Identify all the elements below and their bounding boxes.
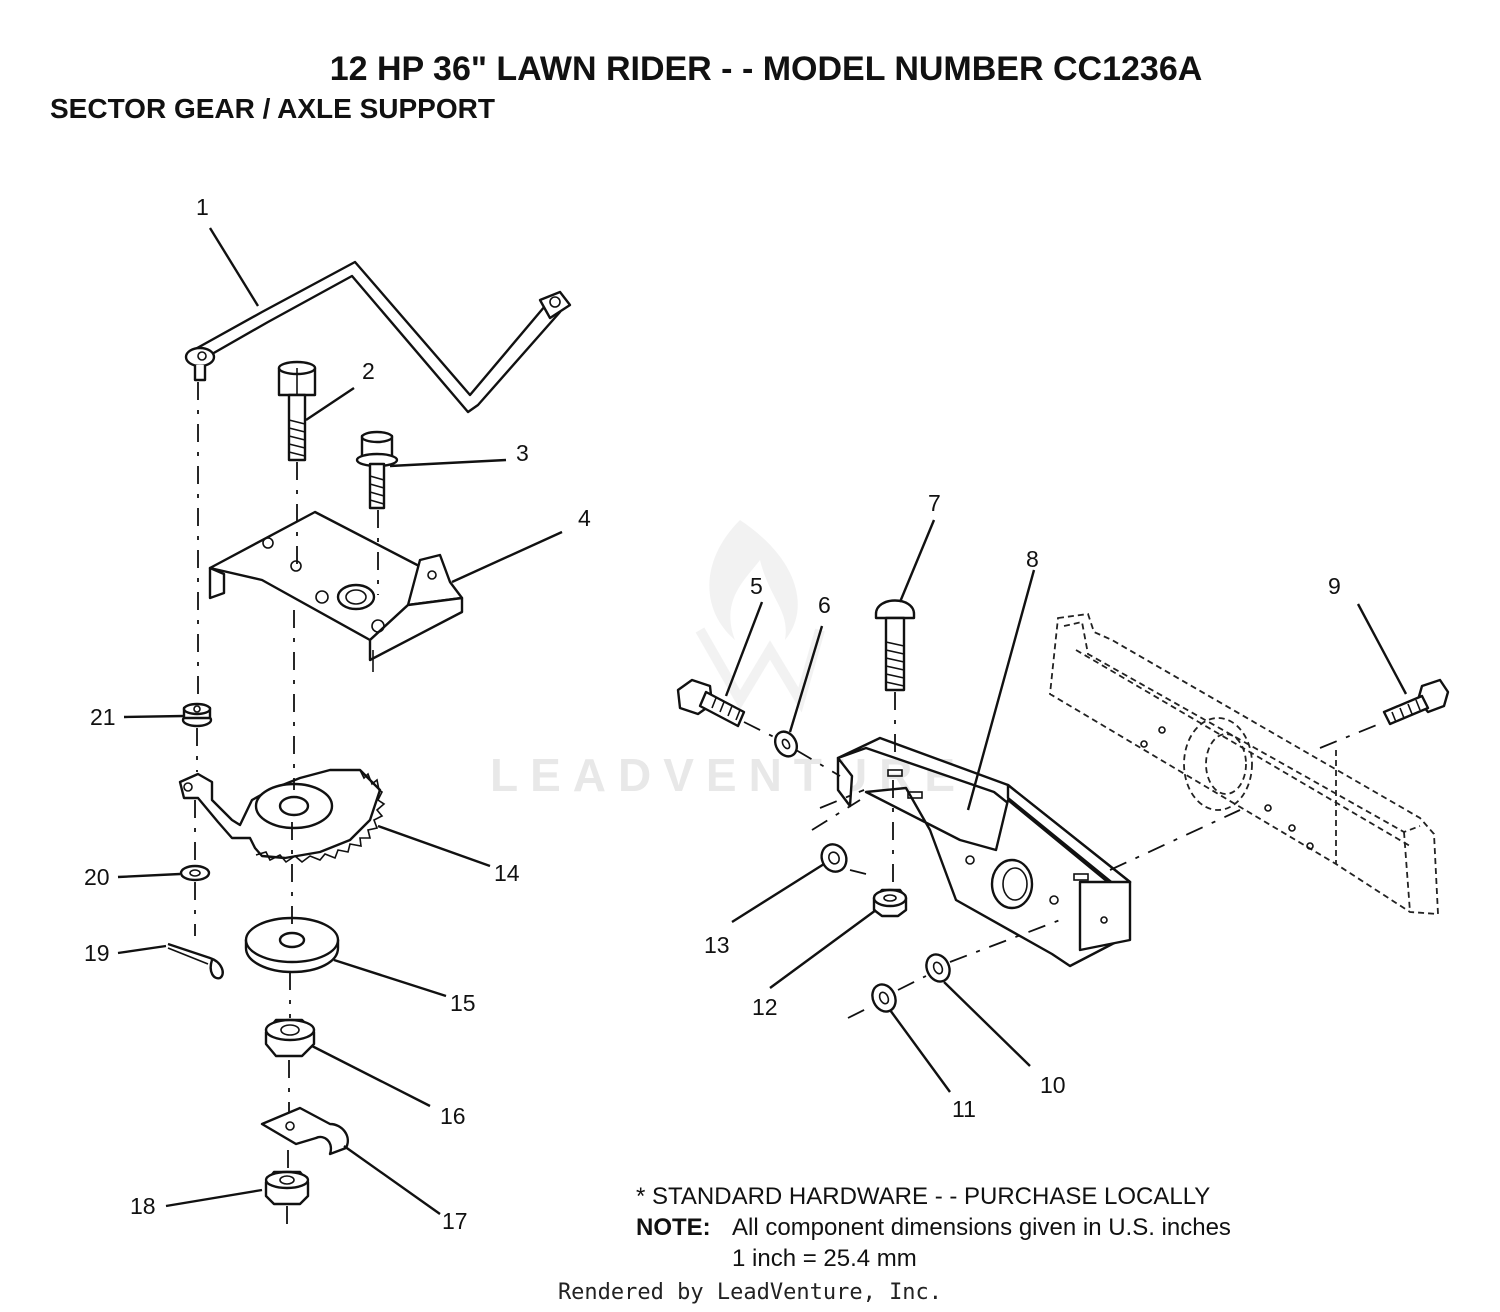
page-title: 12 HP 36" LAWN RIDER - - MODEL NUMBER CC…: [329, 50, 1203, 88]
part-13-nut: [820, 843, 848, 873]
callout-19: 19: [84, 940, 110, 966]
part-18-hex-nut: [264, 1170, 310, 1206]
part-4-mounting-bracket: [208, 510, 464, 672]
callout-11: 11: [952, 1096, 976, 1122]
callout-12: 12: [752, 994, 778, 1020]
note-label: NOTE:: [636, 1214, 711, 1241]
part-15-spacer-washer: [244, 916, 340, 974]
part-16-hex-nut: [264, 1018, 316, 1058]
part-5-hex-bolt: [676, 678, 746, 728]
standard-hardware-note: * STANDARD HARDWARE - - PURCHASE LOCALLY: [636, 1183, 1211, 1210]
part-21-flange-nut: [181, 702, 213, 728]
right-assembly-centerlines: [743, 692, 1385, 1019]
callout-14: 14: [494, 860, 520, 886]
callout-leader-lines: [117, 227, 1408, 1215]
callout-3: 3: [516, 440, 529, 466]
part-6-washer: [773, 730, 799, 758]
part-11-nut: [871, 983, 897, 1013]
callout-16: 16: [440, 1103, 466, 1129]
left-assembly-centerlines: [194, 382, 379, 1230]
part-20-washer: [179, 864, 211, 882]
part-8-axle-support: [836, 736, 1132, 968]
callout-21: 21: [90, 704, 116, 730]
note-dimensions-text: All component dimensions given in U.S. i…: [732, 1214, 1231, 1241]
note-conversion: 1 inch = 25.4 mm: [732, 1245, 917, 1272]
callout-18: 18: [130, 1193, 156, 1219]
part-2-hex-bolt: [277, 360, 317, 462]
callout-4: 4: [578, 505, 591, 531]
callout-8: 8: [1026, 546, 1039, 572]
callout-13: 13: [704, 932, 730, 958]
part-10-nut: [925, 953, 951, 983]
part-1-drag-link: [184, 260, 572, 414]
callout-5: 5: [750, 573, 763, 599]
part-3-flange-bolt: [355, 430, 399, 510]
page-subtitle: SECTOR GEAR / AXLE SUPPORT: [50, 93, 495, 124]
callout-10: 10: [1040, 1072, 1066, 1098]
callout-7: 7: [928, 490, 941, 516]
callout-6: 6: [818, 592, 831, 618]
callout-15: 15: [450, 990, 476, 1016]
part-17-clamp: [260, 1106, 349, 1156]
callout-9: 9: [1328, 573, 1341, 599]
callout-17: 17: [442, 1208, 468, 1234]
part-19-cotter-pin: [167, 942, 224, 980]
part-7-carriage-bolt: [874, 599, 916, 692]
part-14-sector-gear: [178, 768, 386, 864]
callout-20: 20: [84, 864, 110, 890]
footer-credit: Rendered by LeadVenture, Inc.: [557, 1280, 943, 1305]
phantom-frame-outline: [1049, 613, 1439, 915]
callout-2: 2: [362, 358, 375, 384]
part-12-nut: [872, 888, 908, 918]
callout-1: 1: [196, 194, 209, 220]
part-9-bolt: [1382, 678, 1450, 726]
